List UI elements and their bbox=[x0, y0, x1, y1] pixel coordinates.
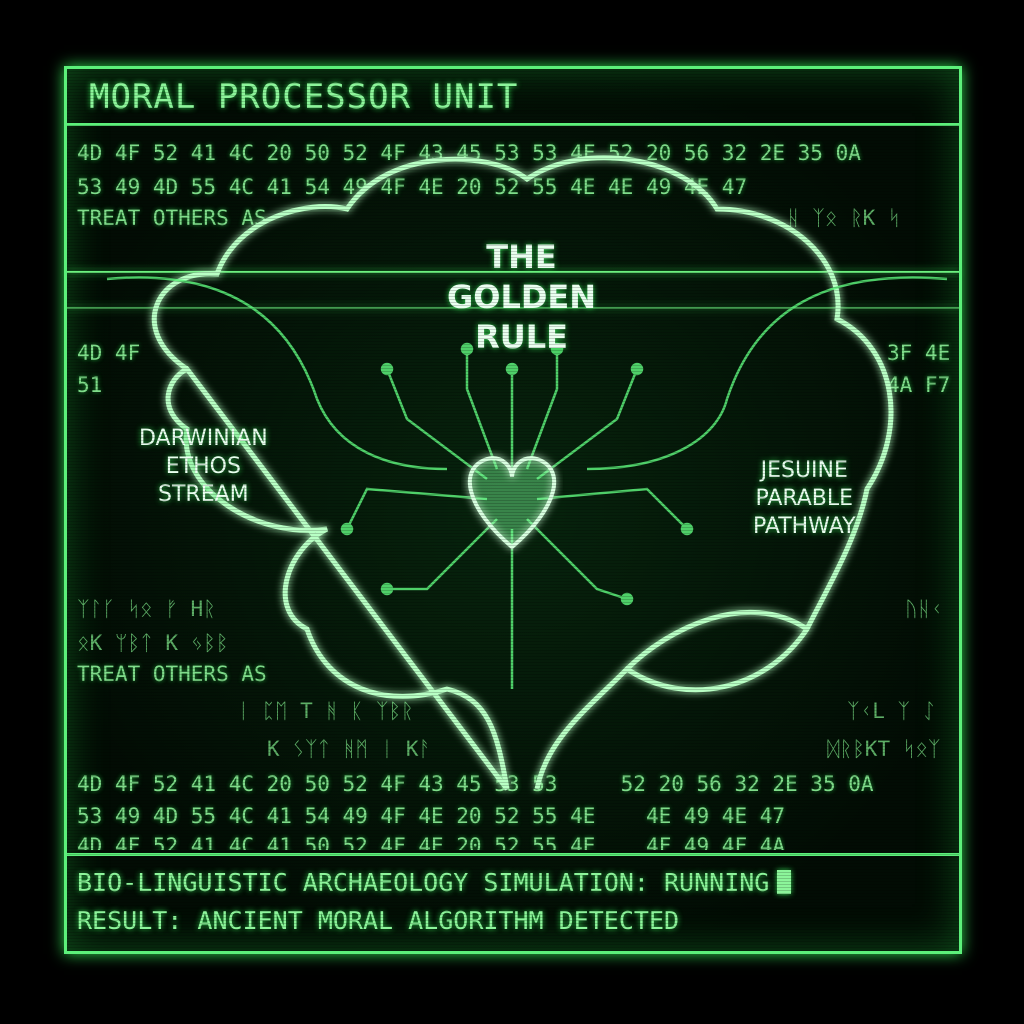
status-line-1: BIO-LINGUISTIC ARCHAEOLOGY SIMULATION: R… bbox=[77, 868, 792, 897]
glitch-text: ᛉᛚᚴ ᛋᛟ ᚠ Hᚱ bbox=[77, 597, 216, 621]
hex-line: 4A F7 bbox=[887, 373, 951, 397]
terminal-screen: MORAL PROCESSOR UNIT 4D 4F 52 41 4C 20 5… bbox=[64, 66, 962, 954]
glitch-text: ᛟK ᛘᛒᛏ K ᛃᛒᛒ bbox=[77, 631, 229, 655]
status-line-2: RESULT: ANCIENT MORAL ALGORITHM DETECTED bbox=[77, 906, 680, 935]
center-label-line: GOLDEN bbox=[447, 278, 597, 316]
glitch-text: ᛁ ᛈᛖ T ᚻ ᛕ ᛉᛒᚱ bbox=[237, 699, 414, 723]
glitch-text: K ᛊᛉᛏ ᚻᛗ ᛁ Kᚨ bbox=[267, 737, 432, 761]
hex-line: 4D 4F 52 41 4C 20 50 52 4F 43 45 53 53 4… bbox=[77, 141, 861, 165]
glitch-text: ᛞᚱᛒKT ᛋᛟᛉ bbox=[827, 737, 941, 761]
heart-circuit-icon bbox=[467, 456, 557, 550]
center-label-line: THE bbox=[486, 238, 557, 276]
glitch-text: ᚺ ᛉᛟ ᚱK ᛋ bbox=[787, 206, 901, 230]
status-text: BIO-LINGUISTIC ARCHAEOLOGY SIMULATION: R… bbox=[77, 868, 770, 897]
hex-line: 53 49 4D 55 4C 41 54 49 4F 4E 20 52 55 4… bbox=[77, 175, 748, 199]
window-title: MORAL PROCESSOR UNIT bbox=[89, 77, 519, 117]
right-label-line: JESUINE bbox=[760, 458, 848, 483]
right-label-line: PARABLE bbox=[755, 486, 854, 511]
cursor-block-icon bbox=[777, 870, 792, 894]
glitch-text: ᚢᚺᚲ bbox=[905, 597, 943, 621]
hex-line: 4D 4F 52 41 4C 20 50 52 4F 43 45 53 53 5… bbox=[77, 772, 874, 796]
hex-line: 53 49 4D 55 4C 41 54 49 4F 4E 20 52 55 4… bbox=[77, 804, 786, 828]
hex-line: 4D 4F 52 41 4C 41 50 52 4F 4E 20 52 55 4… bbox=[77, 834, 786, 850]
center-label: THE GOLDEN RULE bbox=[447, 237, 596, 357]
glitch-text: ᛉᚲL ᛉ ᛇ bbox=[847, 699, 936, 723]
brain-outline bbox=[151, 155, 894, 791]
left-label-line: DARWINIAN bbox=[139, 426, 268, 451]
left-label-line: ETHOS bbox=[165, 454, 241, 479]
brain-illustration bbox=[106, 155, 948, 791]
status-panel: BIO-LINGUISTIC ARCHAEOLOGY SIMULATION: R… bbox=[67, 853, 959, 951]
left-label-line: STREAM bbox=[158, 482, 249, 507]
brain-cerebellum bbox=[625, 610, 809, 671]
data-stream-line bbox=[67, 307, 959, 309]
treat-line: TREAT OTHERS AS bbox=[77, 206, 267, 230]
right-label: JESUINE PARABLE PATHWAY bbox=[753, 457, 856, 541]
title-bar: MORAL PROCESSOR UNIT bbox=[67, 69, 959, 126]
data-stream-line bbox=[67, 271, 959, 273]
right-label-line: PATHWAY bbox=[753, 514, 856, 539]
left-label: DARWINIAN ETHOS STREAM bbox=[139, 425, 268, 509]
hex-line: 51 bbox=[77, 373, 103, 397]
treat-line: TREAT OTHERS AS bbox=[77, 662, 267, 686]
hex-line: 4D 4F bbox=[77, 341, 141, 365]
hex-line: 3F 4E bbox=[887, 341, 951, 365]
center-label-line: RULE bbox=[475, 318, 568, 356]
